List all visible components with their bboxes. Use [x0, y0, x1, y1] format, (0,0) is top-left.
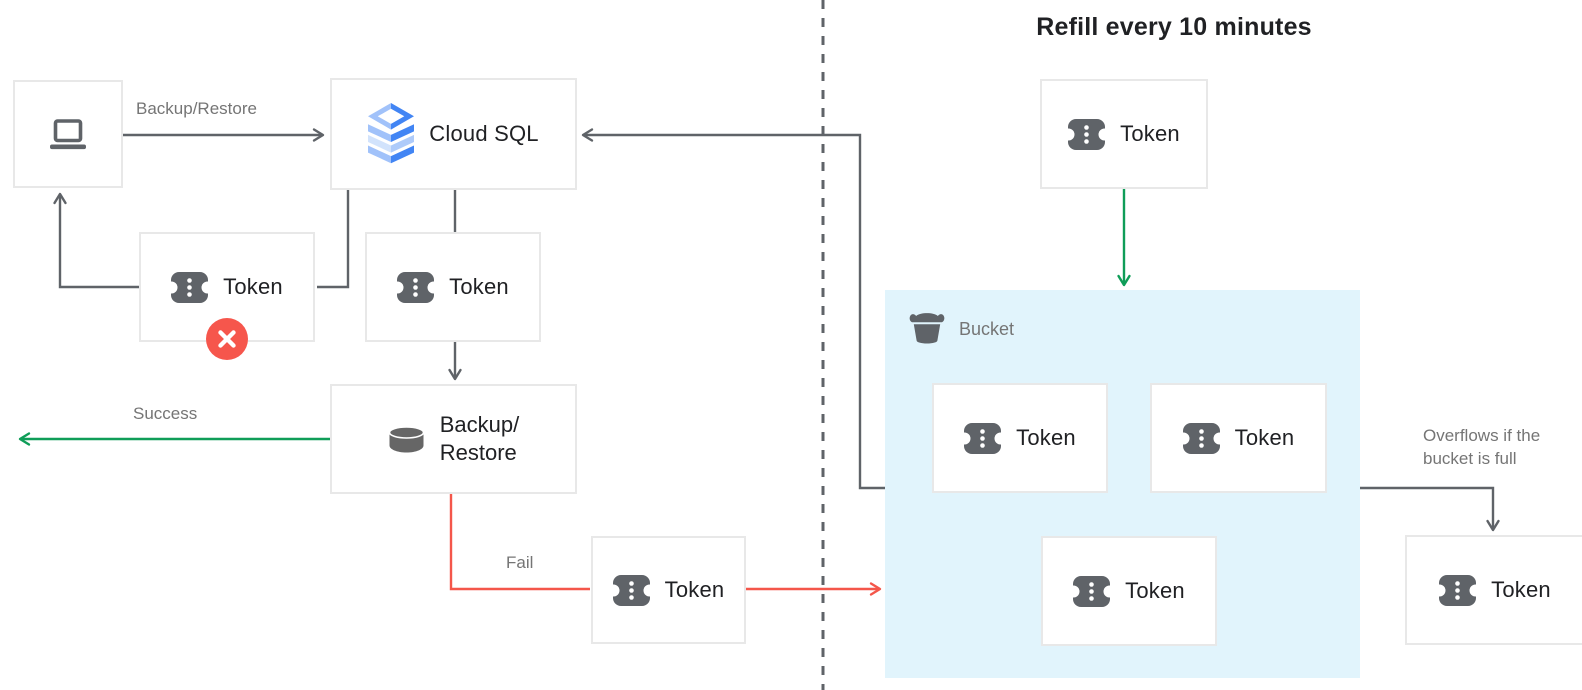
overflow-line2: bucket is full [1423, 449, 1517, 468]
bucket-label: Bucket [959, 319, 1015, 339]
client-node [13, 80, 123, 188]
bucket-token-node: Token [1041, 536, 1217, 646]
node-label: Token [1125, 578, 1185, 603]
node-label: Token [1016, 425, 1076, 450]
node-label: Token [1491, 577, 1551, 602]
backup-restore-node: Backup/ Restore [330, 384, 577, 494]
token-icon [1068, 118, 1106, 150]
token-icon [1182, 422, 1220, 454]
error-x-icon [206, 318, 248, 360]
node-label: Token [1120, 121, 1180, 146]
node-label: Cloud SQL [429, 121, 539, 146]
bucket-token-node: Token [1150, 383, 1327, 493]
refill-token-node: Token [1040, 79, 1208, 189]
token-icon [397, 271, 435, 303]
bucket-label-row: Bucket [908, 310, 1014, 349]
edge-label-success: Success [133, 404, 198, 423]
elbow-fail [449, 494, 590, 591]
arrow-overflow [1360, 486, 1500, 532]
request-token-node: Token [365, 232, 541, 342]
failed-token-node: Token [591, 536, 746, 644]
cloud-sql-node: Cloud SQL [330, 78, 577, 190]
laptop-icon [48, 118, 88, 150]
bucket-token-node: Token [932, 383, 1108, 493]
backup-line2: Restore [439, 440, 517, 465]
node-label: Token [1234, 425, 1295, 450]
token-icon [964, 422, 1002, 454]
edge-label-fail: Fail [506, 553, 534, 572]
token-icon [1073, 575, 1111, 607]
cloud-sql-icon [368, 103, 415, 165]
overflow-line1: Overflows if the [1423, 426, 1541, 445]
elbow-cloudsql-to-rejected-token [317, 190, 350, 289]
node-label: Backup/ Restore [440, 411, 520, 467]
node-label: Token [664, 577, 725, 602]
node-label: Token [223, 274, 283, 299]
token-icon [612, 574, 650, 606]
token-icon [171, 271, 209, 303]
arrow-rejected-token-to-client [53, 192, 139, 289]
diagram-title: Refill every 10 minutes [1036, 13, 1312, 41]
overflow-token-node: Token [1405, 535, 1582, 645]
bucket-icon [908, 310, 946, 349]
node-label: Token [449, 274, 509, 299]
bucket-area: Bucket Token [885, 290, 1360, 678]
edge-label-overflow: Overflows if the bucket is full [1423, 424, 1540, 470]
backup-line1: Backup/ [439, 412, 520, 437]
token-icon [1439, 574, 1477, 606]
database-icon [388, 425, 425, 453]
arrow-bucket-to-cloudsql [581, 128, 885, 490]
edge-label-backup-restore: Backup/Restore [136, 99, 257, 118]
